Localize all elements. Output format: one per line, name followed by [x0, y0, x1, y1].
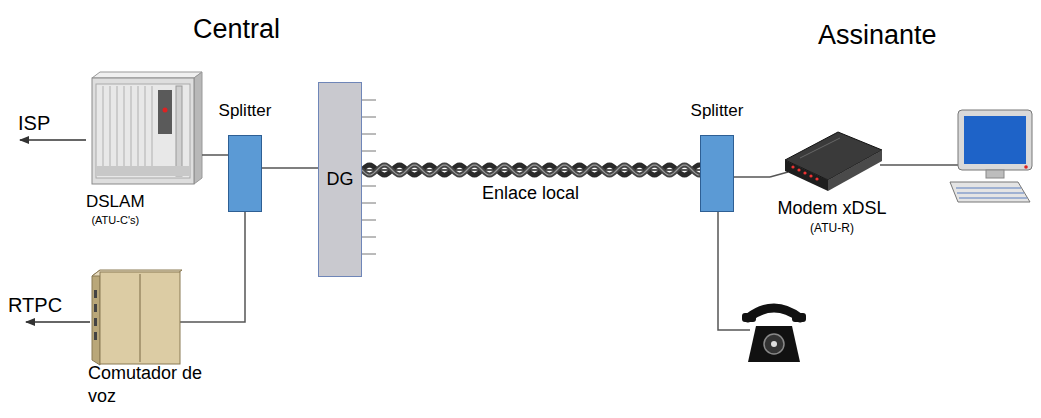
device-label: Comutador de voz [88, 362, 204, 408]
connector-wire [204, 212, 245, 322]
section-heading: Assinante [818, 18, 937, 53]
device-label: Modem xDSL [777, 197, 886, 220]
splitter-label: Splitter [219, 100, 272, 122]
telephone-icon [742, 308, 806, 362]
device-sublabel: (ATU-R) [777, 220, 886, 236]
computer-wire [880, 164, 958, 166]
xdsl-modem: Modem xDSL(ATU-R) [770, 128, 894, 236]
device-sublabel: (ATU-C's) [86, 213, 145, 227]
modem-icon [785, 132, 882, 191]
dslam-rack [92, 72, 202, 184]
connector-wire [734, 177, 770, 178]
computer-icon [950, 110, 1032, 202]
modem-wire-stub [770, 172, 788, 177]
distribution-frame: DG [318, 82, 362, 277]
section-heading: Central [193, 12, 280, 47]
edge-label: Enlace local [479, 182, 582, 205]
splitter-box: Splitter [700, 135, 734, 212]
phone-wire [718, 212, 750, 330]
network-name: RTPC [8, 292, 62, 318]
voice-switch-cabinet [92, 270, 204, 365]
connector-wire [202, 155, 228, 156]
splitter-label: Splitter [691, 100, 744, 122]
frame-label: DG [327, 168, 354, 191]
dslam-unit: DSLAM(ATU-C's) [86, 72, 202, 228]
splitter-box: Splitter [228, 135, 262, 212]
network-name: ISP [18, 110, 50, 136]
twisted-pair-cable [362, 165, 700, 175]
isp-arrow [20, 139, 86, 141]
voice-switch: Comutador de voz [88, 266, 204, 408]
rtpc-arrow [26, 321, 90, 323]
device-label: DSLAM [86, 191, 145, 213]
connector-wire [262, 168, 318, 169]
